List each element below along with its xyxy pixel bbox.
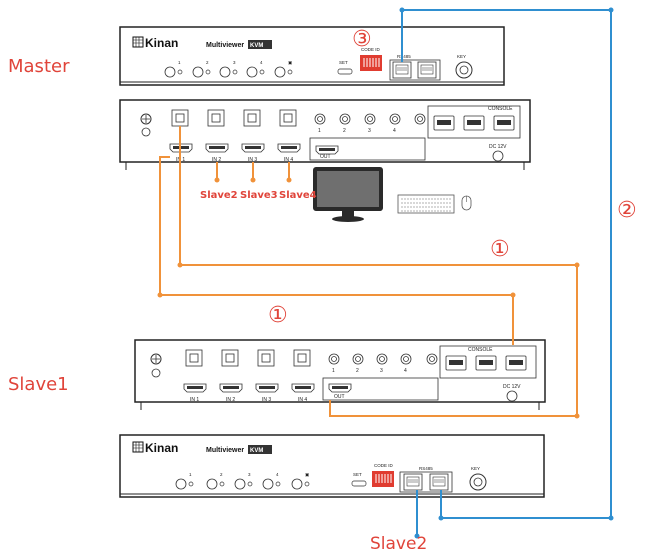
master-rear-panel: IN 1 IN 2 IN 3 IN 4 1 2 3 4 OUT CONSOLE … (119, 99, 531, 170)
master-front-panel: Kinan Multiviewer KVM 1 2 3 4 ▣ SET CODE… (119, 26, 505, 86)
console-label: CONSOLE (488, 106, 513, 112)
svg-text:4: 4 (393, 128, 396, 134)
svg-text:1: 1 (318, 128, 321, 134)
slave2-front-panel: Kinan Multiviewer KVM 1 2 3 4 ▣ SET CODE… (119, 434, 545, 498)
front-buttons: 1 2 3 4 ▣ (164, 60, 293, 78)
svg-text:DC 12V: DC 12V (503, 384, 521, 390)
slave2-input-label: Slave2 (200, 190, 238, 201)
svg-text:SET: SET (353, 472, 362, 477)
svg-text:3: 3 (380, 368, 383, 374)
svg-text:KEY: KEY (471, 466, 480, 471)
svg-text:▣: ▣ (288, 60, 293, 65)
svg-text:IN 2: IN 2 (226, 397, 235, 403)
svg-text:IN 3: IN 3 (248, 157, 257, 163)
svg-text:3: 3 (248, 472, 251, 477)
svg-text:3: 3 (368, 128, 371, 134)
monitor-icon (313, 167, 383, 222)
marker-one-lower: ① (268, 303, 288, 328)
svg-text:1: 1 (189, 472, 192, 477)
kinan-logo: Kinan (132, 36, 178, 50)
slave1-rear-panel: IN 1 IN 2 IN 3 IN 4 1 2 3 4 OUT CONSOLE … (134, 339, 546, 410)
audio-jacks: 1 2 3 4 (314, 113, 426, 134)
svg-text:4: 4 (404, 368, 407, 374)
marker-one-upper: ① (490, 237, 510, 262)
svg-text:Multiviewer: Multiviewer (206, 447, 244, 454)
marker-two: ② (617, 198, 637, 223)
svg-text:IN 4: IN 4 (298, 397, 307, 403)
keyboard-icon (397, 194, 455, 214)
key-label: KEY (457, 54, 466, 59)
rs485-label: RS485 (397, 54, 411, 59)
product-name: Multiviewer (206, 42, 244, 49)
set-label: SET (339, 60, 348, 65)
svg-text:▣: ▣ (305, 472, 310, 477)
blue-cable (401, 9, 612, 536)
svg-text:2: 2 (356, 368, 359, 374)
slave1-label: Slave1 (8, 374, 69, 395)
svg-text:IN 4: IN 4 (284, 157, 293, 163)
svg-text:2: 2 (343, 128, 346, 134)
code-id-label: CODE ID (361, 47, 381, 52)
svg-text:OUT: OUT (334, 394, 345, 400)
kvm-badge: KVM (250, 43, 263, 49)
svg-text:CONSOLE: CONSOLE (468, 347, 493, 353)
dc-label: DC 12V (489, 144, 507, 150)
marker-three: ③ (352, 27, 372, 52)
svg-text:Kinan: Kinan (145, 441, 178, 455)
slave3-input-label: Slave3 (240, 190, 278, 201)
svg-text:1: 1 (332, 368, 335, 374)
svg-text:CODE ID: CODE ID (374, 463, 394, 468)
out-label: OUT (320, 154, 331, 160)
svg-text:IN 3: IN 3 (262, 397, 271, 403)
mouse-icon (461, 195, 472, 211)
svg-text:2: 2 (206, 60, 209, 65)
svg-text:IN 2: IN 2 (212, 157, 221, 163)
master-label: Master (8, 56, 70, 77)
svg-text:4: 4 (276, 472, 279, 477)
svg-text:RS485: RS485 (419, 466, 433, 471)
svg-text:1: 1 (178, 60, 181, 65)
svg-text:IN 1: IN 1 (190, 397, 199, 403)
svg-text:3: 3 (233, 60, 236, 65)
brand-name: Kinan (145, 36, 178, 50)
svg-text:4: 4 (260, 60, 263, 65)
svg-text:KVM: KVM (250, 448, 263, 454)
slave2-bottom-label: Slave2 (370, 534, 427, 553)
svg-text:2: 2 (220, 472, 223, 477)
slave4-input-label: Slave4 (279, 190, 317, 201)
